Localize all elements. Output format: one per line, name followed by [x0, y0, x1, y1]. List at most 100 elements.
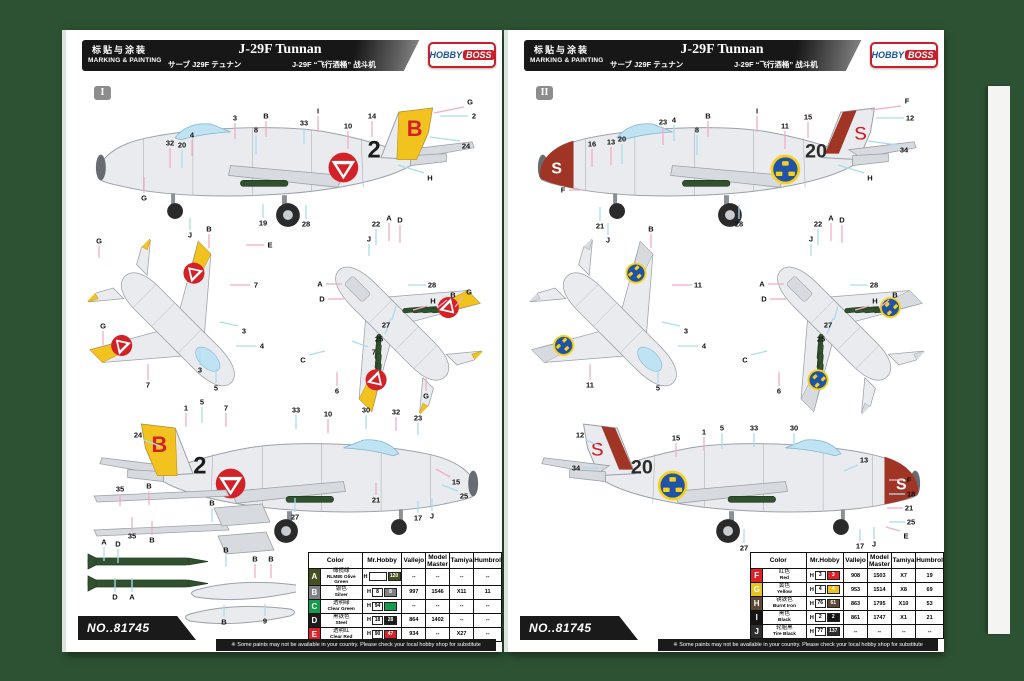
callout-label: C [742, 355, 748, 365]
callout-label: 30 [789, 423, 799, 433]
callout-label: 16 [587, 139, 597, 149]
callout-label: A [101, 537, 107, 547]
fuselage-number: 2 [367, 137, 380, 164]
callout-label: 33 [749, 423, 759, 433]
callout-label: 11 [586, 380, 594, 390]
callout-label: 34 [899, 145, 909, 155]
paint-code: 1402 [425, 612, 450, 628]
callout-label: G [100, 321, 106, 331]
callout-label: 5 [213, 383, 219, 393]
page-title: J-29F Tunnan [238, 42, 322, 57]
stores-parts [87, 489, 296, 625]
paint-code: X7 [890, 568, 917, 583]
callout-label: B [221, 617, 227, 627]
paint-code: 861 [843, 610, 868, 625]
callout-label: 27 [381, 320, 391, 330]
color-code-chip: H [749, 596, 764, 611]
callout-label: 20 [177, 140, 187, 150]
side-profile-left: B 2 [99, 423, 479, 543]
paint-code: X8 [890, 582, 917, 597]
callout-label: 5 [719, 423, 725, 433]
callout-label: A [129, 592, 135, 602]
callout-label: 18 [906, 489, 916, 499]
paint-code: 1514 [866, 582, 892, 597]
callout-label: H [872, 296, 878, 306]
paint-code: 19 [915, 568, 944, 583]
fuselage-number: 20 [805, 141, 827, 163]
paint-code: -- [425, 568, 450, 586]
callout-label: 12 [575, 430, 585, 440]
callout-label: J [187, 230, 193, 240]
callout-label: D [319, 294, 325, 304]
callout-label: D [112, 592, 118, 602]
callout-label: 32 [391, 407, 401, 417]
callout-label: 12 [905, 113, 915, 123]
rocket-parts [87, 575, 209, 592]
paint-note: ※ Some paints may not be available in yo… [216, 639, 496, 651]
callout-label: H [430, 296, 436, 306]
color-code-chip: C [308, 598, 321, 614]
paint-code: -- [890, 624, 917, 639]
paint-code: 53 [915, 596, 944, 611]
table-column-header: Mr.Hobby [805, 552, 845, 569]
callout-label: 33 [291, 405, 301, 415]
paint-note: ※ Some paints may not be available in yo… [658, 639, 938, 651]
color-code-chip: A [308, 568, 321, 586]
callout-label: J [429, 511, 435, 521]
callout-label: 25 [459, 491, 469, 501]
callout-label: 27 [290, 512, 300, 522]
kit-number: NO..81745 [520, 616, 638, 640]
callout-label: H [867, 173, 873, 183]
callout-label: 22 [813, 219, 823, 229]
callout-label: 21 [371, 495, 381, 505]
callout-label: J [871, 539, 877, 549]
header-en-label: MARKING & PAINTING [88, 57, 162, 64]
fuselage-number: 2 [193, 453, 206, 480]
paint-code: 21 [915, 610, 944, 625]
color-code-chip: J [749, 624, 764, 639]
table-column-header: Tamiya [448, 552, 475, 569]
table-column-header: Humbrol [473, 552, 502, 569]
header-bar: 标贴与涂装 MARKING & PAINTING J-29F Tunnan サー… [82, 40, 420, 71]
rocket-parts [87, 553, 209, 570]
callout-label: 28 [427, 280, 437, 290]
callout-label: 10 [343, 121, 353, 131]
paint-code: X1 [890, 610, 917, 625]
callout-label: 11 [694, 280, 702, 290]
logo-boss-text: BOSS [463, 50, 495, 60]
subtitle-japanese: サーブ J29F テュナン [610, 60, 684, 69]
callout-label: 17 [413, 513, 423, 523]
swedish-roundel [553, 334, 575, 356]
callout-label: 4 [259, 341, 265, 351]
paint-code: 908 [843, 568, 868, 583]
callout-label: B [149, 535, 155, 545]
callout-label: 4 [701, 341, 707, 351]
logo-boss-text: BOSS [905, 50, 937, 60]
paint-code: -- [401, 598, 427, 614]
paint-code: X11 [448, 584, 475, 600]
callout-label: 19 [258, 218, 268, 228]
callout-label: B [648, 224, 654, 234]
color-code-chip: G [749, 582, 764, 597]
paint-code: 953 [843, 582, 868, 597]
table-column-header: Vallejo [401, 552, 427, 569]
nose-code-letter: S [551, 160, 562, 177]
callout-label: B [252, 554, 258, 564]
callout-label: 34 [571, 463, 581, 473]
swedish-roundel [657, 470, 688, 501]
callout-label: 15 [803, 112, 813, 122]
callout-label: 25 [816, 334, 826, 344]
scheme-badge: II [536, 86, 553, 100]
callout-label: 8 [694, 125, 700, 135]
